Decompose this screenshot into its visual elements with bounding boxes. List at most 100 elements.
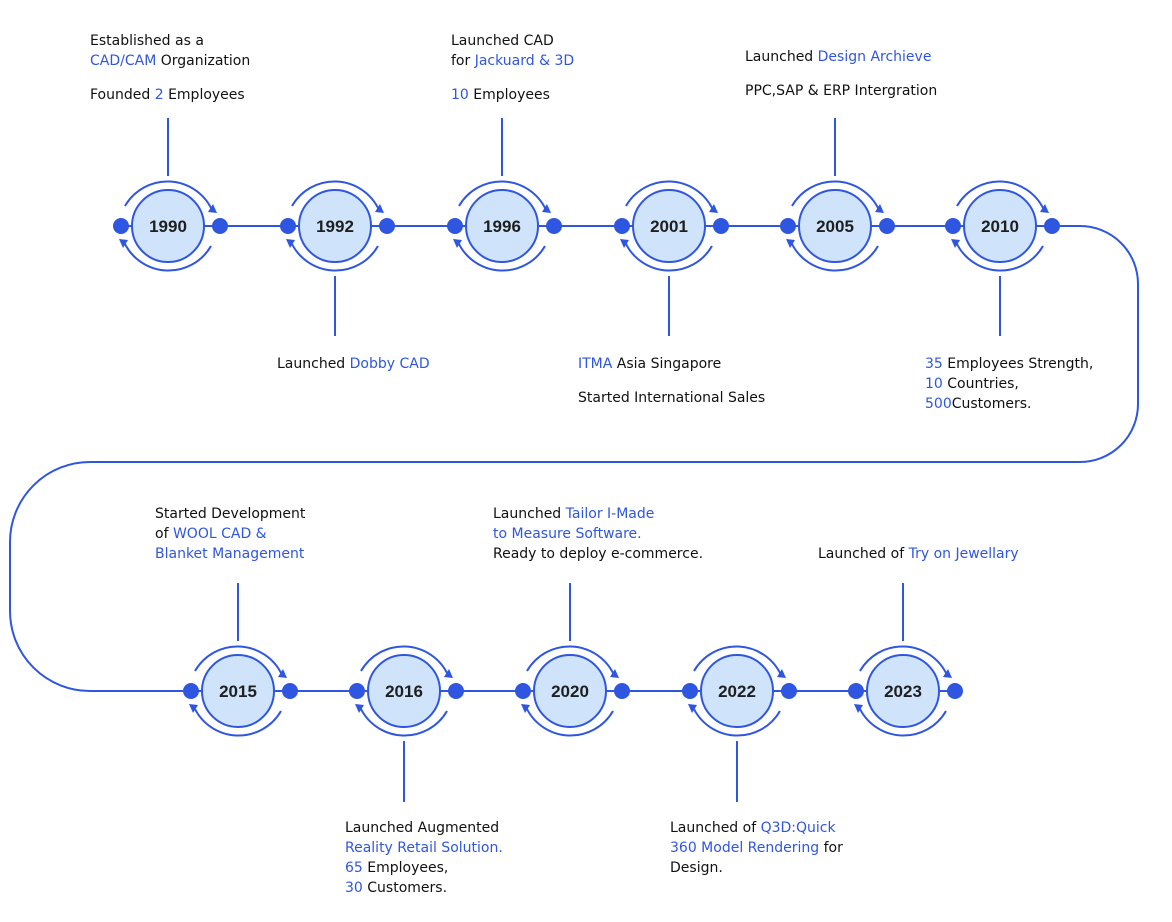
highlight-text: ITMA bbox=[578, 356, 613, 372]
description-line: Started International Sales bbox=[578, 388, 765, 408]
arrow-icon bbox=[620, 239, 629, 248]
description-line: Design. bbox=[670, 858, 843, 878]
highlight-text: Tailor I-Made bbox=[565, 506, 655, 522]
milestone-description: Launched of Try on Jewellary bbox=[818, 544, 1019, 564]
highlight-text: WOOL CAD & bbox=[172, 526, 267, 542]
node-dot-right bbox=[212, 218, 228, 234]
milestone-year: 1996 bbox=[483, 217, 521, 236]
milestone-year: 2001 bbox=[650, 217, 688, 236]
description-line: Launched Dobby CAD bbox=[277, 354, 430, 374]
plain-text: Launched bbox=[277, 356, 350, 372]
milestone-year: 2010 bbox=[981, 217, 1019, 236]
plain-text: Customers. bbox=[951, 396, 1032, 412]
highlight-text: 10 bbox=[451, 87, 469, 103]
node-dot-right bbox=[781, 683, 797, 699]
plain-text: Asia Singapore bbox=[612, 356, 722, 372]
milestone-node bbox=[632, 189, 706, 263]
milestone-year: 2016 bbox=[385, 682, 423, 701]
node-dot-left bbox=[848, 683, 864, 699]
description-line: Launched Design Archieve bbox=[745, 47, 937, 67]
arrow-icon bbox=[208, 204, 217, 213]
milestone-node bbox=[866, 654, 940, 728]
milestone-ring-bottom bbox=[457, 241, 546, 272]
milestone-ring-bottom bbox=[193, 706, 282, 737]
plain-text: for bbox=[451, 53, 475, 69]
node-dot-right bbox=[282, 683, 298, 699]
milestone-ring-bottom bbox=[858, 706, 947, 737]
line-gap bbox=[451, 71, 574, 85]
arrow-icon bbox=[688, 704, 697, 713]
node-dot-right bbox=[379, 218, 395, 234]
highlight-text: 30 bbox=[345, 880, 363, 896]
description-line: Started Development bbox=[155, 504, 305, 524]
node-dot-left bbox=[515, 683, 531, 699]
node-dot-right bbox=[1044, 218, 1060, 234]
description-line: Established as a bbox=[90, 31, 250, 51]
description-line: for Jackuard & 3D bbox=[451, 51, 574, 71]
plain-text: Established as a bbox=[90, 33, 204, 49]
plain-text: Started Development bbox=[155, 506, 306, 522]
milestone-ring-top bbox=[625, 180, 714, 211]
description-line: ITMA Asia Singapore bbox=[578, 354, 765, 374]
milestone-ring-top bbox=[956, 180, 1045, 211]
milestone-description: 35 Employees Strength,10 Countries,500Cu… bbox=[925, 354, 1093, 414]
arrow-icon bbox=[521, 704, 530, 713]
highlight-text: 35 bbox=[925, 356, 943, 372]
description-line: 360 Model Rendering for bbox=[670, 838, 843, 858]
highlight-text: 10 bbox=[925, 376, 943, 392]
arrow-icon bbox=[119, 239, 128, 248]
description-line: to Measure Software. bbox=[493, 524, 703, 544]
arrow-icon bbox=[777, 669, 786, 678]
milestone-year: 2005 bbox=[816, 217, 854, 236]
milestone-node bbox=[533, 654, 607, 728]
milestone-ring-top bbox=[291, 180, 380, 211]
plain-text: Started International Sales bbox=[578, 390, 766, 406]
milestone-year: 2020 bbox=[551, 682, 589, 701]
milestone-node bbox=[298, 189, 372, 263]
highlight-text: 2 bbox=[154, 87, 164, 103]
line-gap bbox=[745, 67, 937, 81]
milestone-node bbox=[465, 189, 539, 263]
plain-text: Launched Augmented bbox=[345, 820, 500, 836]
line-gap bbox=[90, 71, 250, 85]
milestone-node bbox=[201, 654, 275, 728]
plain-text: Launched bbox=[745, 49, 818, 65]
node-dot-left bbox=[614, 218, 630, 234]
description-line: Launched of Q3D:Quick bbox=[670, 818, 843, 838]
arrow-icon bbox=[444, 669, 453, 678]
plain-text: for bbox=[819, 840, 843, 856]
arrow-icon bbox=[610, 669, 619, 678]
plain-text: Launched of bbox=[670, 820, 761, 836]
plain-text: Customers. bbox=[362, 880, 448, 896]
highlight-text: 360 Model Rendering bbox=[670, 840, 820, 856]
milestone-ring-top bbox=[526, 645, 615, 676]
description-line: 30 Customers. bbox=[345, 878, 503, 898]
milestone-node bbox=[798, 189, 872, 263]
milestone-node bbox=[963, 189, 1037, 263]
highlight-text: 65 bbox=[345, 860, 363, 876]
milestone-ring-top bbox=[859, 645, 948, 676]
plain-text: PPC,SAP & ERP Intergration bbox=[745, 83, 938, 99]
milestone-ring-bottom bbox=[955, 241, 1044, 272]
milestone-year: 1992 bbox=[316, 217, 354, 236]
node-dot-left bbox=[183, 683, 199, 699]
milestone-ring-top bbox=[194, 645, 283, 676]
milestone-ring-top bbox=[458, 180, 547, 211]
arrow-icon bbox=[375, 204, 384, 213]
milestone-description: Launched Dobby CAD bbox=[277, 354, 430, 374]
node-dot-left bbox=[682, 683, 698, 699]
plain-text: Employees bbox=[468, 87, 550, 103]
arrow-icon bbox=[189, 704, 198, 713]
node-dot-right bbox=[713, 218, 729, 234]
node-dot-right bbox=[879, 218, 895, 234]
arrow-icon bbox=[709, 204, 718, 213]
node-dot-right bbox=[546, 218, 562, 234]
